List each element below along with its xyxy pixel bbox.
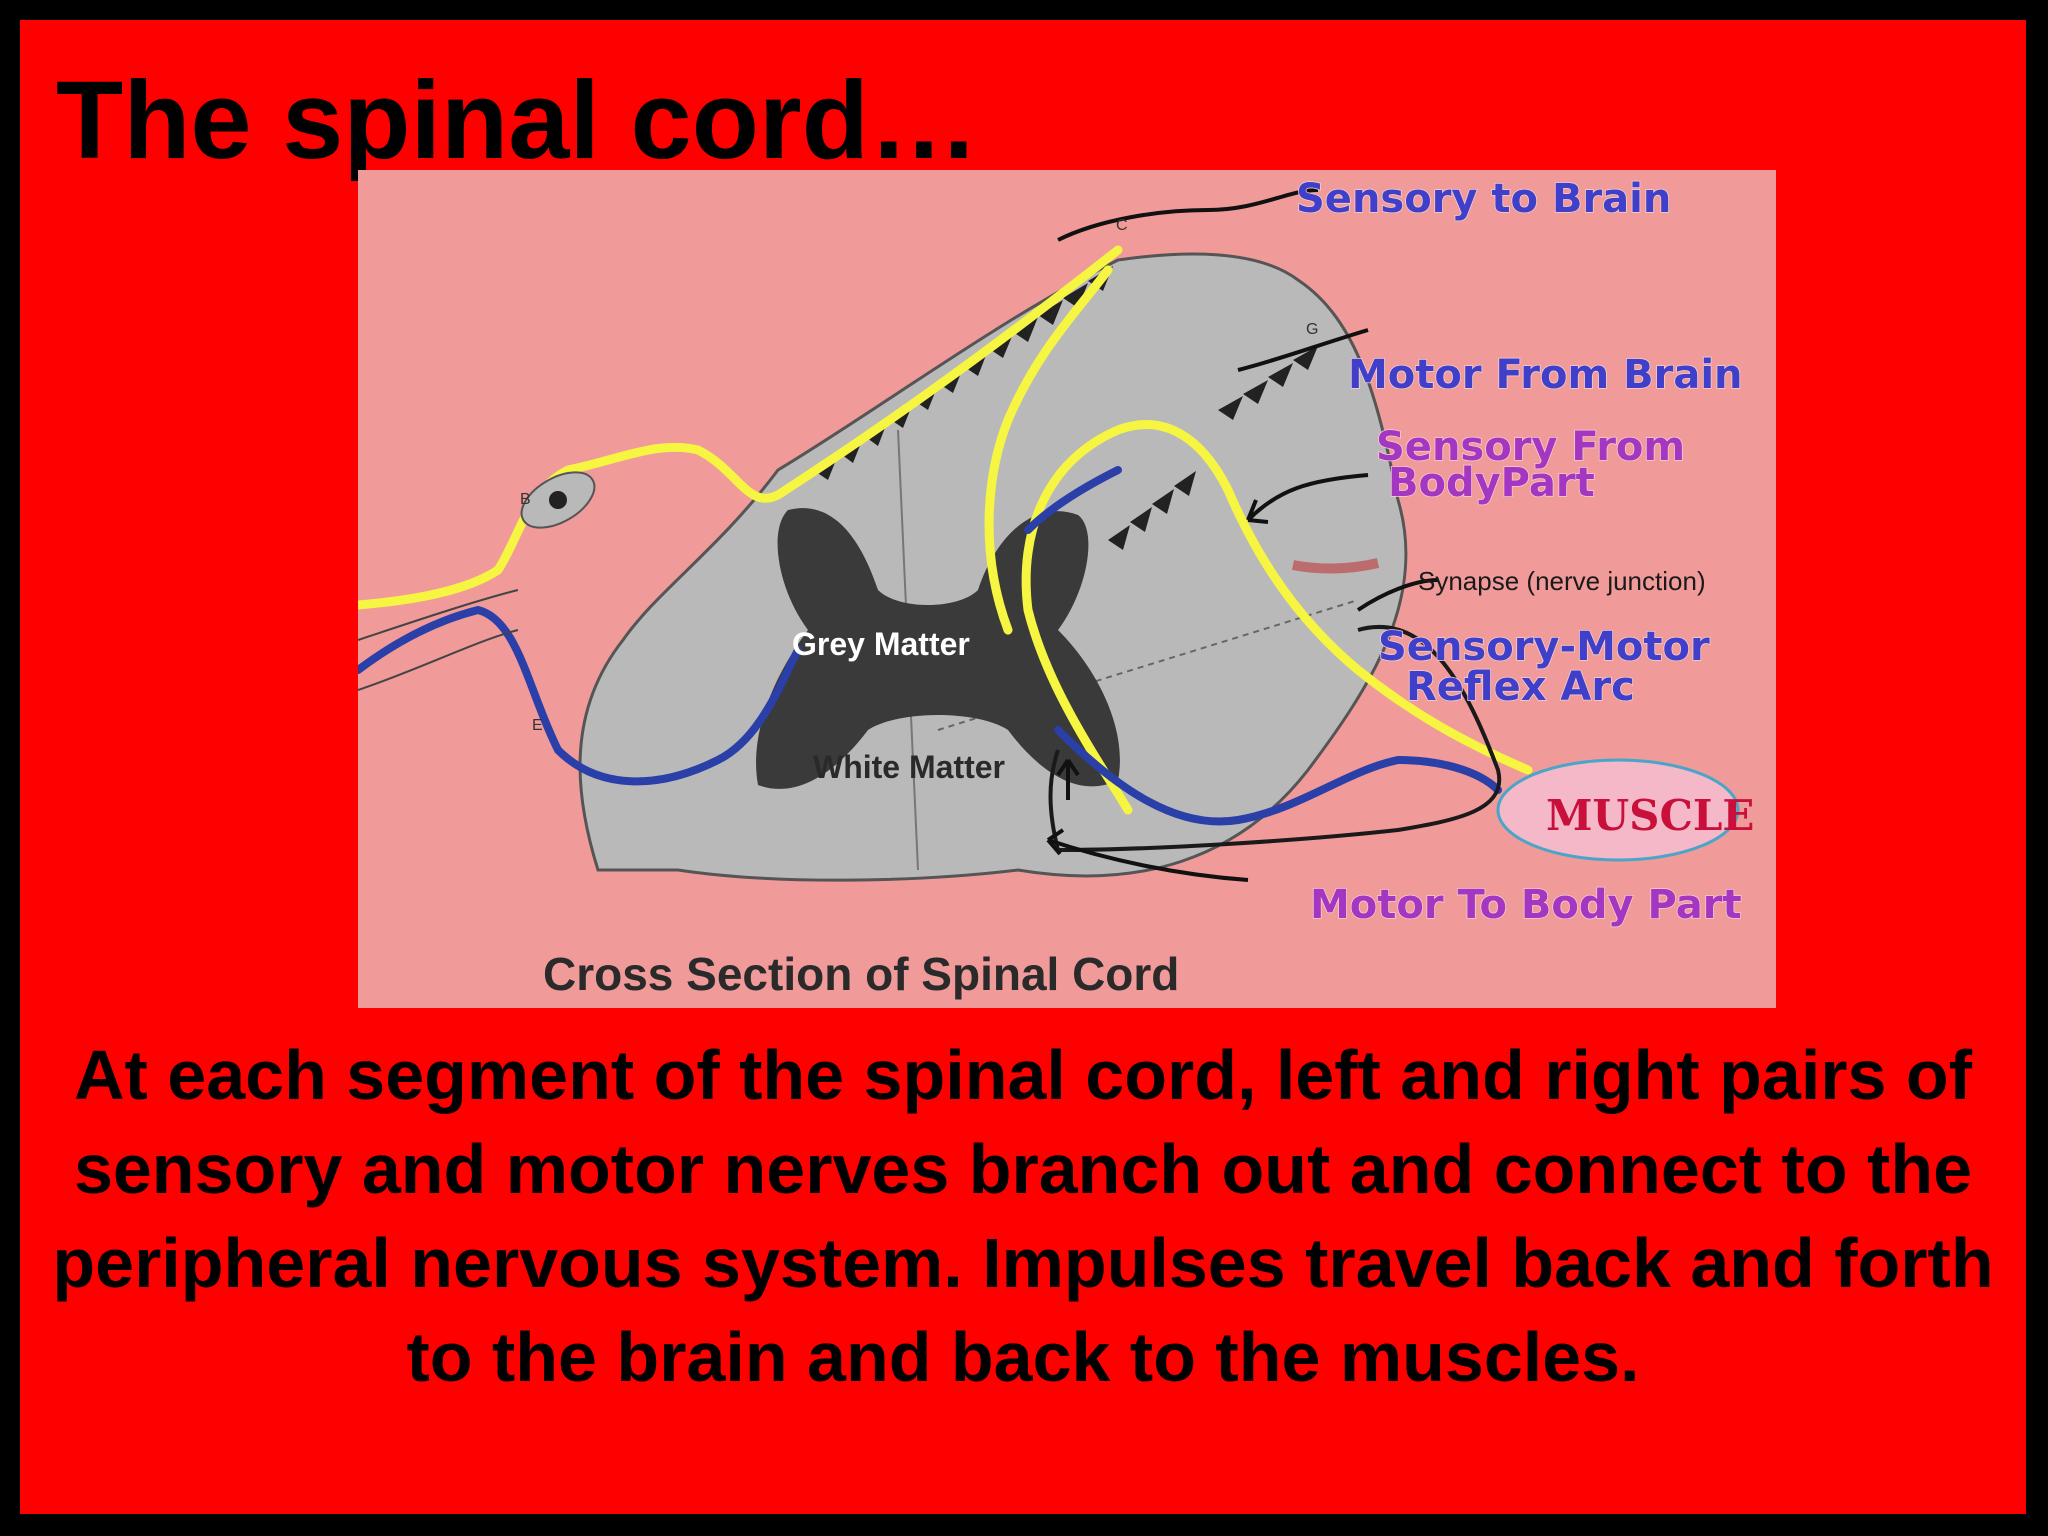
label-white-matter: White Matter (813, 749, 1005, 785)
label-reflex-line1: Sensory-Motor (1378, 624, 1710, 670)
spinal-cord-illustration: Sensory to Brain Motor From Brain Sensor… (358, 175, 1754, 1000)
label-sensory-from-line2: BodyPart (1388, 460, 1595, 506)
slide-title: The spinal cord… (56, 59, 979, 182)
muscle-shape (1496, 758, 1740, 862)
diagram-caption: Cross Section of Spinal Cord (543, 948, 1179, 1000)
spinal-cord-diagram: Sensory to Brain Motor From Brain Sensor… (358, 170, 1776, 1008)
label-motor-from-brain: Motor From Brain (1348, 352, 1743, 398)
label-muscle: MUSCLE (1546, 791, 1754, 840)
slide-body-text: At each segment of the spinal cord, left… (52, 1036, 1994, 1396)
slide: The spinal cord… (20, 20, 2026, 1514)
label-synapse: Synapse (nerve junction) (1418, 566, 1706, 596)
letter-c: C (1116, 217, 1128, 234)
sensory-nerve-left (358, 245, 1123, 610)
motor-nerve-right (1024, 466, 1502, 826)
label-reflex-line2: Reflex Arc (1406, 664, 1635, 710)
label-sensory-to-brain: Sensory to Brain (1296, 176, 1671, 222)
label-motor-to-body: Motor To Body Part (1310, 882, 1742, 928)
label-sensory-from-line1: Sensory From (1376, 424, 1685, 470)
motor-nerve-left (358, 605, 802, 786)
letter-g: G (1306, 321, 1318, 338)
letter-e: E (532, 717, 543, 734)
sensory-nerve-arc (984, 265, 1533, 815)
label-grey-matter: Grey Matter (792, 626, 970, 662)
pointer-lines (1046, 188, 1439, 882)
letter-b: B (520, 491, 531, 508)
